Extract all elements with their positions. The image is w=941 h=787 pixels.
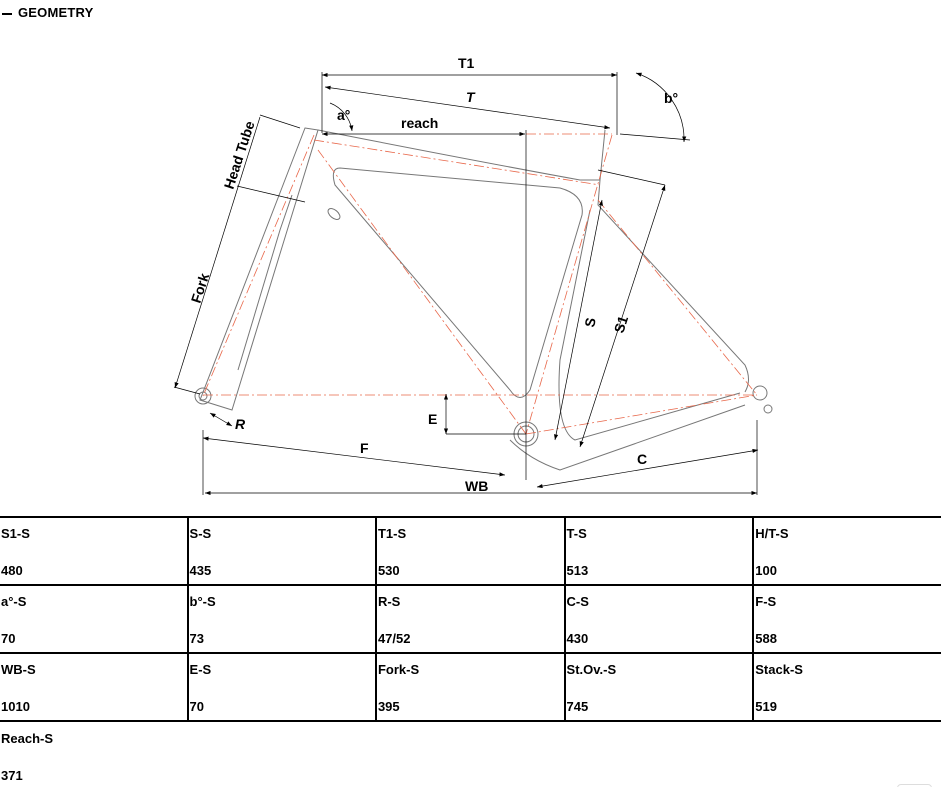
cell-value: 100 [755, 563, 777, 578]
cell-value: 430 [566, 631, 589, 646]
cell-key: WB-S [1, 662, 36, 677]
label-reach: reach [401, 115, 438, 131]
cell-value: 70 [1, 631, 16, 646]
cell-key: S1-S [1, 526, 30, 541]
cell-value: 530 [377, 563, 400, 578]
label-fork: Fork [188, 271, 213, 305]
cell-value: 1010 [1, 699, 30, 714]
table-cell: Stack-S 519 [752, 652, 941, 722]
cell-value: 519 [755, 699, 777, 714]
scroll-widget[interactable] [897, 784, 932, 787]
cell-value: 47/52 [377, 631, 411, 646]
cell-key: H/T-S [755, 526, 789, 541]
dash-icon [2, 12, 12, 15]
table-row: WB-S 1010 E-S 70 Fork-S 395 St.Ov.-S 745 Sta… [0, 652, 941, 722]
table-cell: S1-S 480 [0, 516, 188, 586]
table-cell: b°-S 73 [186, 584, 376, 654]
section-title: GEOMETRY [2, 5, 94, 20]
table-row: a°-S 70 b°-S 73 R-S 47/52 C-S 430 F-S 588 [0, 584, 941, 654]
label-e: E [428, 411, 437, 427]
table-row: S1-S 480 S-S 435 T1-S 530 T-S 513 H/T-S 100 [0, 516, 941, 586]
label-t: T [466, 89, 476, 105]
cell-key: F-S [755, 594, 777, 609]
cell-value: 371 [1, 768, 23, 783]
cell-value: 70 [189, 699, 204, 714]
cell-key: T-S [566, 526, 587, 541]
cell-key: E-S [189, 662, 212, 677]
cell-key: C-S [566, 594, 589, 609]
table-cell: E-S 70 [186, 652, 376, 722]
table-cell: R-S 47/52 [374, 584, 565, 654]
table-cell: St.Ov.-S 745 [563, 652, 754, 722]
section-title-text: GEOMETRY [18, 5, 94, 20]
table-cell: C-S 430 [563, 584, 754, 654]
table-cell: T1-S 530 [374, 516, 565, 586]
dimension-lines [173, 72, 759, 496]
table-cell: H/T-S 100 [752, 516, 941, 586]
cell-value: 395 [377, 699, 400, 714]
table-cell: F-S 588 [752, 584, 941, 654]
label-s: S [581, 316, 599, 328]
frame-outline [194, 127, 773, 471]
label-f: F [360, 440, 369, 456]
cell-value: 588 [755, 631, 777, 646]
cell-key: St.Ov.-S [566, 662, 617, 677]
frame-geometry-diagram: T1 T b° a° reach Head Tube Fork S S1 E R… [173, 55, 773, 496]
label-a-angle: a° [337, 107, 350, 123]
cell-value: 480 [1, 563, 23, 578]
dimension-labels: T1 T b° a° reach Head Tube Fork S S1 E R… [188, 55, 679, 494]
label-c: C [637, 451, 647, 467]
table-cell: T-S 513 [563, 516, 754, 586]
table-cell: a°-S 70 [0, 584, 188, 654]
cell-key: a°-S [1, 594, 27, 609]
label-b-angle: b° [664, 90, 678, 106]
cell-key: Reach-S [1, 731, 54, 746]
cell-key: Fork-S [377, 662, 420, 677]
cell-value: 745 [566, 699, 589, 714]
centerlines [202, 133, 758, 435]
cell-key: T1-S [377, 526, 407, 541]
geometry-table: S1-S 480 S-S 435 T1-S 530 T-S 513 H/T-S 100 a… [0, 516, 941, 722]
label-head-tube: Head Tube [221, 119, 258, 191]
cell-value: 435 [189, 563, 212, 578]
label-s1: S1 [611, 313, 632, 334]
table-cell: WB-S 1010 [0, 652, 188, 722]
cell-value: 73 [189, 631, 204, 646]
cell-key: R-S [377, 594, 401, 609]
label-r: R [235, 416, 246, 432]
table-cell: S-S 435 [186, 516, 376, 586]
cell-key: S-S [189, 526, 212, 541]
cell-key: b°-S [189, 594, 216, 609]
label-wb: WB [465, 478, 488, 494]
label-t1: T1 [458, 55, 475, 71]
cell-value: 513 [566, 563, 589, 578]
table-cell: Fork-S 395 [374, 652, 565, 722]
cell-key: Stack-S [755, 662, 803, 677]
reach-entry: Reach-S 371 [1, 731, 53, 783]
